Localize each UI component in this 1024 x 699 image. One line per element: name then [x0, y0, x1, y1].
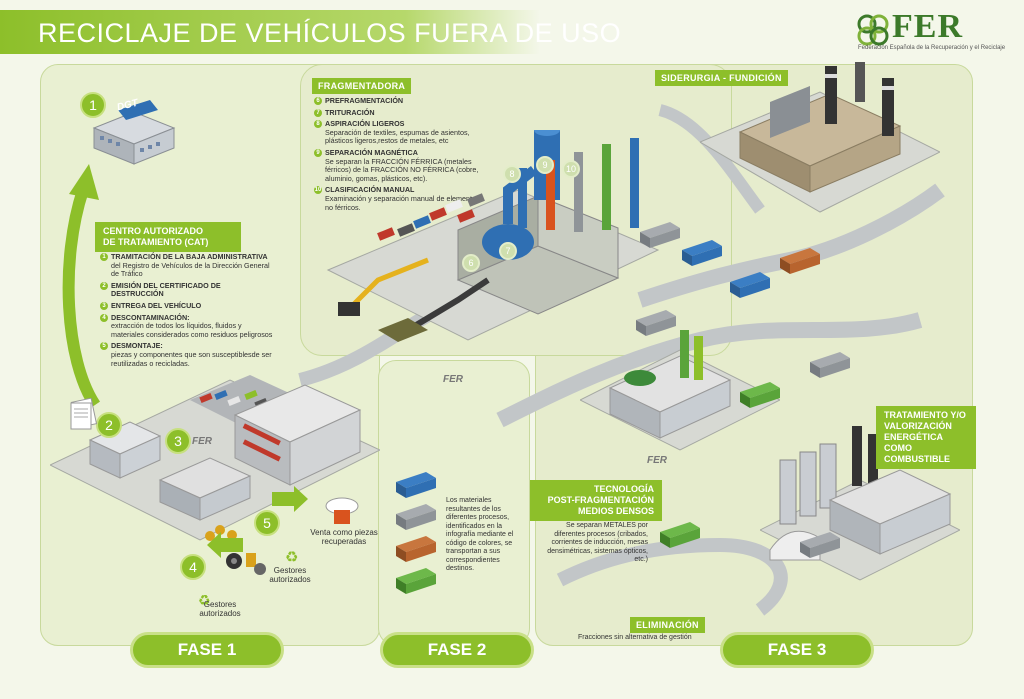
tecnologia-description: Se separan METALES por diferentes proces…: [547, 522, 648, 563]
tratamiento-line: VALORIZACIÓN: [884, 421, 952, 431]
step-7-marker: 7: [499, 242, 517, 260]
steel-plant-illustration: [700, 62, 940, 213]
fer-logo-text: FER: [892, 8, 963, 45]
list-item-title: CLASIFICACIÓN MANUAL: [325, 185, 415, 195]
list-number: 9: [314, 148, 322, 157]
list-number: 5: [100, 342, 108, 351]
list-item-desc: Examinación y separación manual de eleme…: [325, 193, 480, 212]
tecnologia-line: POST-FRAGMENTACIÓN: [547, 495, 654, 505]
step-5-marker: 5: [254, 510, 280, 536]
step-8-marker: 8: [503, 165, 521, 183]
step-3-marker: 3: [165, 428, 191, 454]
list-number: 6: [314, 97, 322, 105]
fer-mark: FER: [192, 436, 212, 447]
fer-logo-icon: [857, 14, 889, 46]
gestores-label: Gestores autorizados: [199, 600, 241, 618]
cat-title-line2: DE TRATAMIENTO (CAT): [103, 237, 209, 247]
cat-title-line1: CENTRO AUTORIZADO: [103, 226, 203, 236]
truck-legend-text: Los materiales resultantes de los difere…: [446, 497, 514, 572]
tratamiento-label: TRATAMIENTO Y/O VALORIZACIÓN ENERGÉTICA …: [876, 406, 976, 469]
list-item-title: SEPARACIÓN MAGNÉTICA: [325, 147, 418, 157]
tratamiento-line: TRATAMIENTO Y/O: [884, 410, 966, 420]
tecnologia-label: TECNOLOGÍA POST-FRAGMENTACIÓN MEDIOS DEN…: [530, 480, 662, 521]
step-2-marker: 2: [96, 412, 122, 438]
step-1-marker: 1: [80, 92, 106, 118]
post-fragmentation-plant-illustration: [580, 330, 780, 451]
list-item-title: ENTREGA DEL VEHÍCULO: [111, 300, 202, 310]
list-item-title: EMISIÓN DEL CERTIFICADO DE DESTRUCCIÓN: [111, 280, 221, 299]
list-number: 10: [314, 186, 322, 195]
step-9-marker: 9: [536, 156, 554, 174]
list-item-title: DESMONTAJE:: [111, 341, 163, 351]
trucks-illustration: [636, 222, 850, 558]
parts-tray-icon: [325, 497, 359, 524]
list-item-title: PREFRAGMENTACIÓN: [325, 96, 404, 105]
step-6-marker: 6: [462, 254, 480, 272]
tratamiento-line: COMBUSTIBLE: [884, 454, 950, 464]
list-item-desc: piezas y componentes que son susceptible…: [111, 349, 272, 368]
venta-label: Venta como piezas recuperadas: [310, 528, 378, 546]
phase1-label: FASE 1: [130, 632, 284, 668]
eliminacion-description: Fracciones sin alternativa de gestión: [578, 634, 692, 641]
truck-color-legend: [396, 472, 436, 594]
page-title: RECICLAJE DE VEHÍCULOS FUERA DE USO: [38, 18, 622, 48]
list-number: 3: [100, 301, 108, 310]
fer-mark: FER: [647, 455, 667, 466]
title-banner: [0, 10, 540, 54]
list-item-desc: del Registro de Vehículos de la Direcció…: [111, 260, 270, 279]
parts-pile-icon: [226, 553, 266, 575]
step-10-marker: 10: [562, 160, 580, 178]
list-number: 4: [100, 313, 108, 322]
fragmentadora-title: FRAGMENTADORA: [312, 78, 412, 94]
list-item-desc: Se separan la FRACCIÓN FÉRRICA (metales …: [325, 156, 479, 183]
gestores-label: Gestores autorizados: [269, 566, 311, 584]
phase3-label: FASE 3: [720, 632, 874, 668]
list-number: 8: [314, 120, 322, 129]
siderurgia-label: SIDERURGIA - FUNDICIÓN: [655, 70, 788, 86]
arrow-left-icon: [207, 532, 243, 558]
list-item-title: DESCONTAMINACIÓN:: [111, 312, 190, 322]
eliminacion-label: ELIMINACIÓN: [630, 617, 705, 633]
list-number: 7: [314, 108, 322, 117]
list-number: 2: [100, 281, 108, 290]
arrow-up-icon: [62, 164, 101, 409]
shredder-plant-illustration: [326, 130, 660, 342]
phase2-legend-panel: [378, 360, 530, 646]
tratamiento-line: COMO: [884, 443, 912, 453]
phase2-label: FASE 2: [380, 632, 534, 668]
cat-title: CENTRO AUTORIZADO DE TRATAMIENTO (CAT): [95, 222, 241, 252]
tecnologia-line: MEDIOS DENSOS: [577, 506, 654, 516]
recycle-icon: ♻: [198, 592, 211, 608]
list-item-desc: Separación de textiles, espumas de asien…: [325, 127, 470, 146]
energy-plant-illustration: [760, 426, 960, 581]
list-item-desc: extracción de todos los líquidos, fluido…: [111, 321, 273, 339]
dgt-building-illustration: [92, 100, 176, 165]
tratamiento-line: ENERGÉTICA: [884, 432, 944, 442]
list-item-title: TRITURACIÓN: [325, 107, 375, 117]
tecnologia-line: TECNOLOGÍA: [594, 484, 654, 494]
list-number: 1: [100, 253, 108, 261]
fer-logo-subtitle: Federación Española de la Recuperación y…: [858, 45, 1006, 51]
step-4-marker: 4: [180, 554, 206, 580]
list-item-title: ASPIRACIÓN LIGEROS: [325, 119, 405, 129]
arrow-right-icon: [272, 486, 308, 512]
recycle-icon: ♻: [285, 549, 299, 566]
cat-facility-illustration: [50, 375, 380, 541]
fer-mark: FER: [443, 374, 463, 385]
list-item-title: TRAMITACIÓN DE LA BAJA ADMINISTRATIVA: [111, 252, 268, 261]
document-icon: [70, 398, 98, 430]
